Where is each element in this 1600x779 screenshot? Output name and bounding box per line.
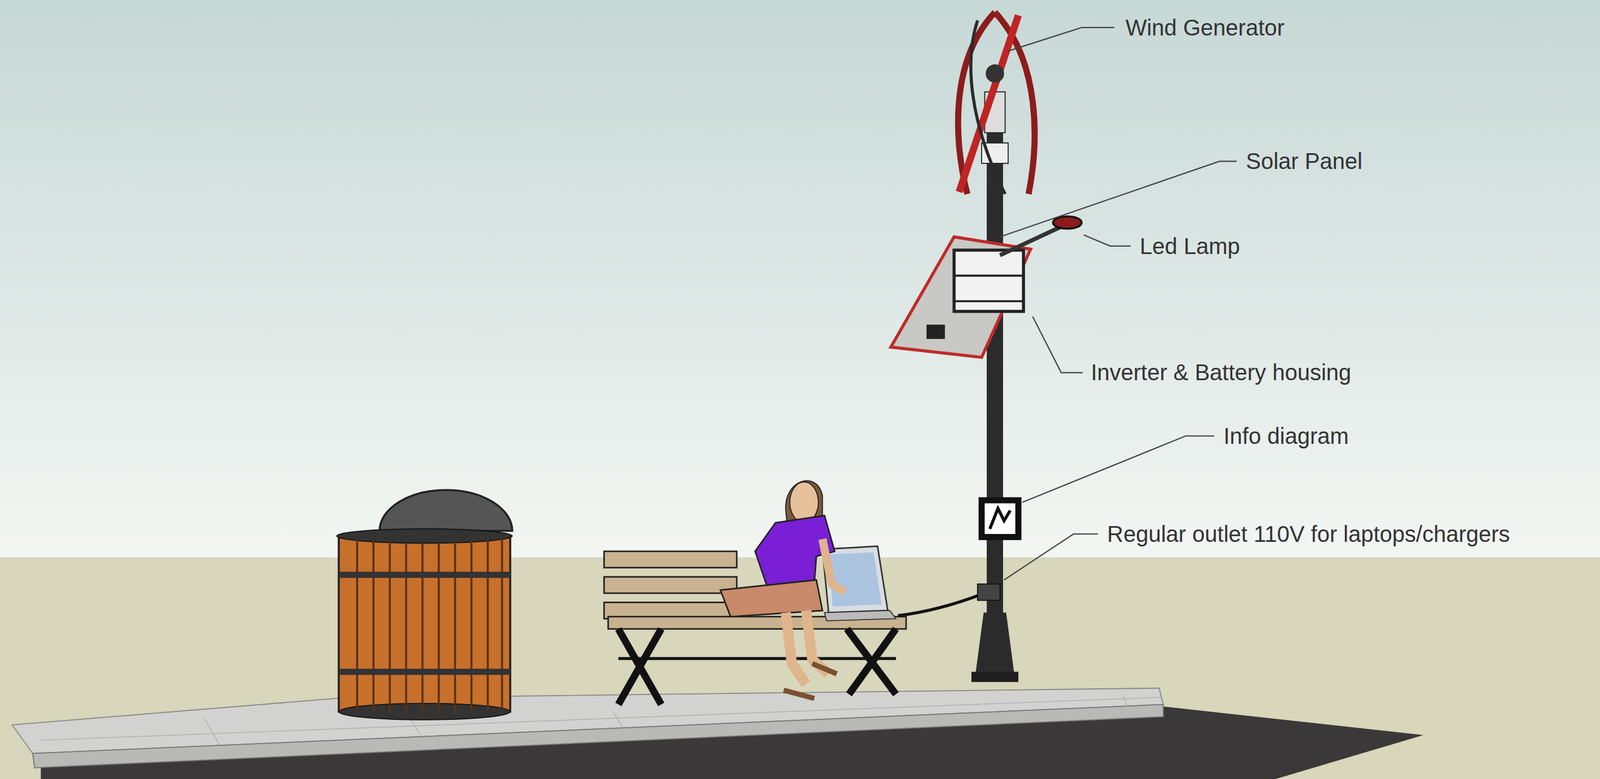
outlet [977,584,1001,601]
solar-panel [890,237,1031,358]
part-label: Solar Panel [1245,148,1363,174]
curb [32,704,1164,768]
part-label: Inverter & Battery housing [1090,359,1352,385]
part-label: Regular outlet 110V for laptops/chargers [1107,521,1510,547]
person [720,480,845,698]
paving-lines [40,694,1161,745]
leader-lines [1000,27,1237,581]
info-sign [978,497,1022,541]
lamp-pole [971,91,1019,683]
bench [604,551,907,705]
trash-can [336,489,513,720]
wind-generator [957,12,1035,195]
part-label: Info diagram [1223,423,1349,449]
sky [0,0,1600,558]
part-label: Led Lamp [1139,233,1241,259]
battery-housing [954,250,1024,312]
power-cable [897,594,982,616]
part-label: Wind Generator [1125,15,1285,40]
ground [0,557,1600,779]
